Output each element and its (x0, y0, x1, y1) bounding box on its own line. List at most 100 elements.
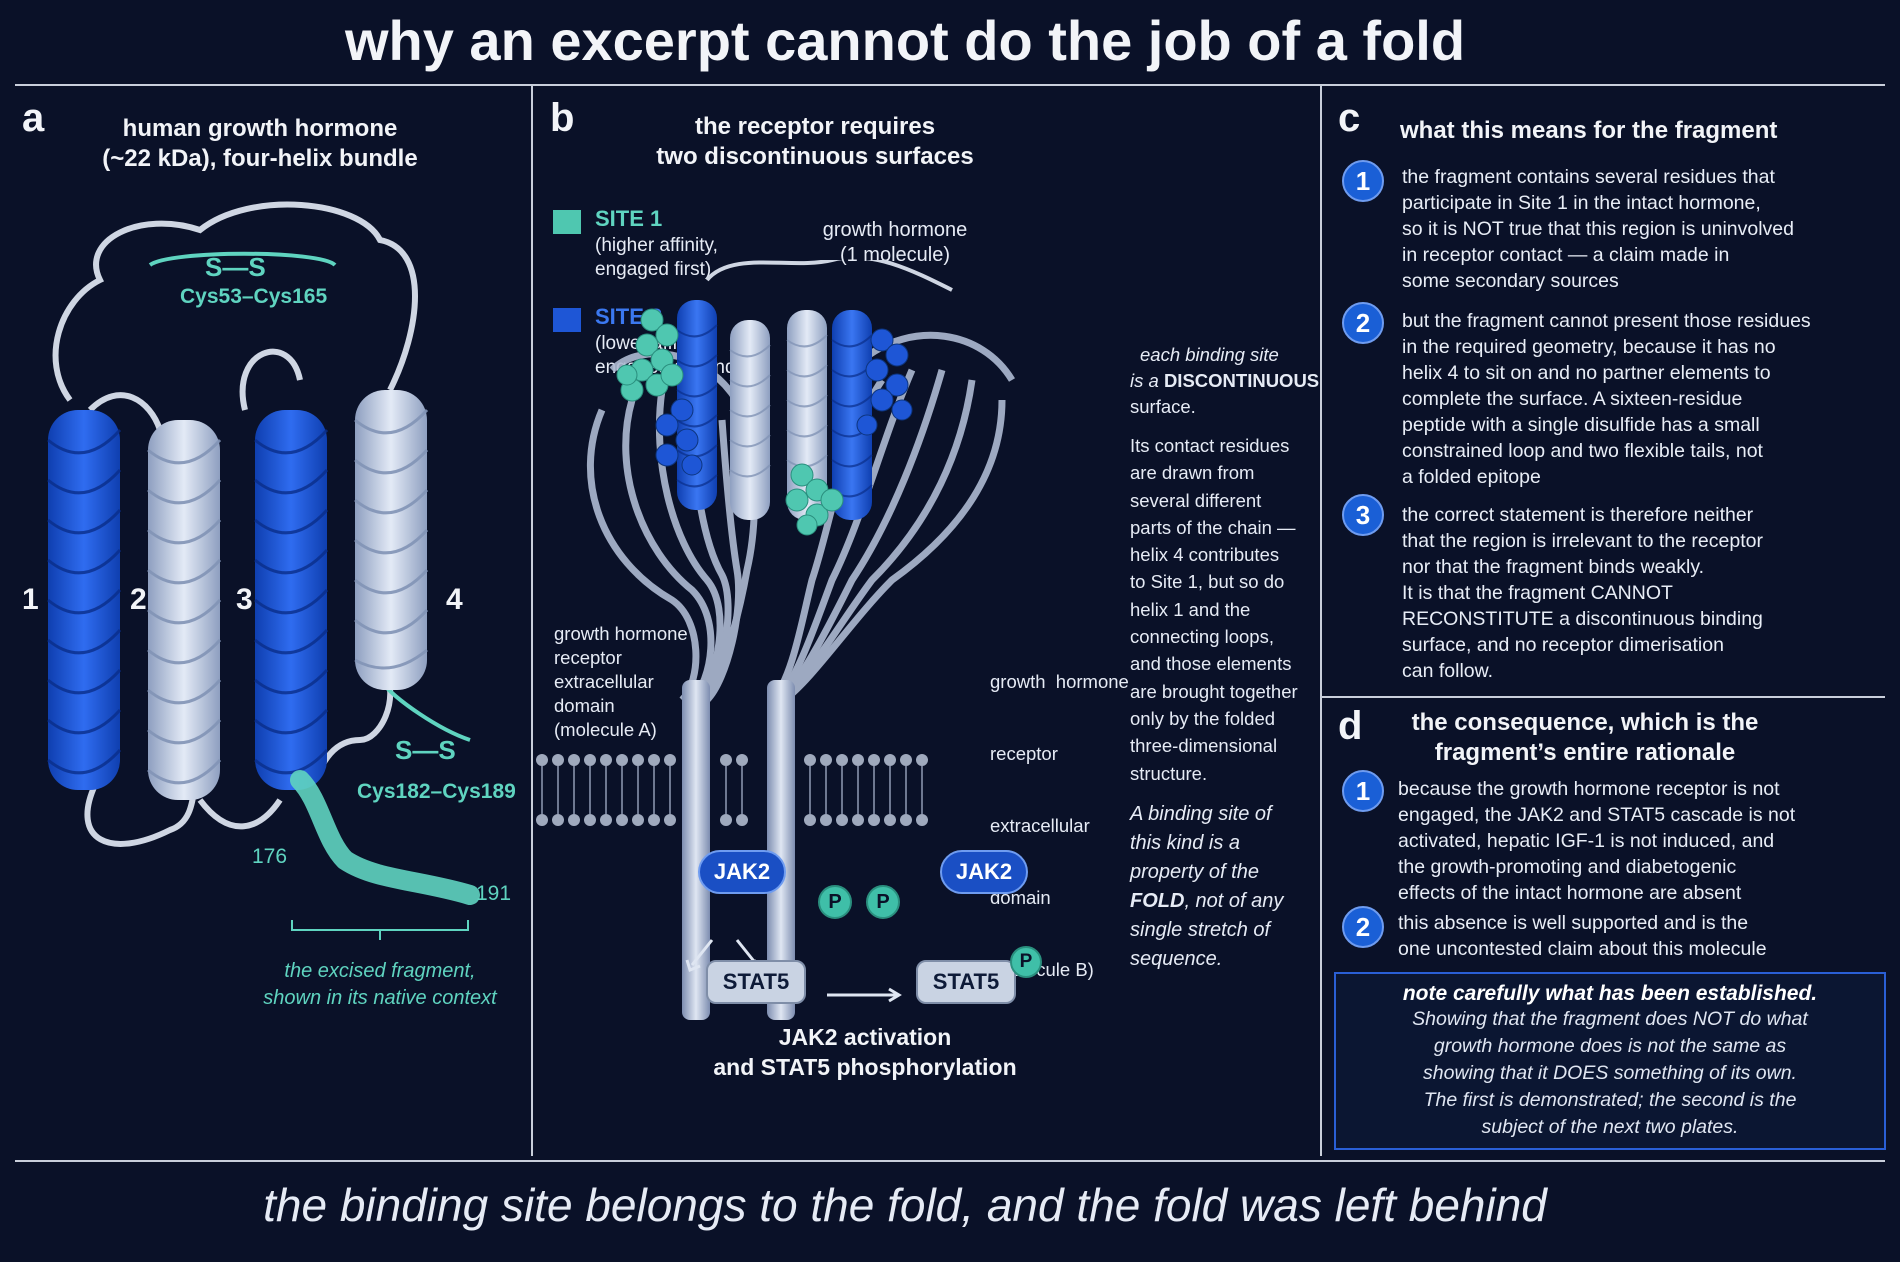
footer-caption: the binding site belongs to the fold, an… (263, 1179, 1547, 1231)
note-body: Showing that the fragment does NOT do wh… (1336, 1006, 1884, 1141)
panel-d-badge-2: 2 (1342, 906, 1384, 948)
side-note-1-line1: each binding site (1140, 344, 1279, 365)
panel-b-title: the receptor requires two discontinuous … (620, 112, 1010, 172)
side-note-2-line5: helix 4 contributes (1130, 544, 1280, 566)
receptor-a-line4: domain (554, 695, 615, 716)
helix-number-4: 4 (446, 583, 463, 616)
c2-line1: but the fragment cannot present those re… (1402, 310, 1811, 332)
fragment-caption-line2: shown in its native context (263, 987, 497, 1009)
helix-4 (354, 390, 429, 690)
divider-c-d (1322, 696, 1885, 698)
c1-line4: in receptor contact — a claim made in (1402, 244, 1730, 266)
receptor-b-stem (767, 680, 795, 1020)
panel-a-title: human growth hormone (~22 kDa), four-hel… (70, 114, 450, 174)
side-note-3-line1: A binding site of (1130, 803, 1272, 825)
c2-line5: peptide with a single disulfide has a sm… (1402, 414, 1760, 436)
c3-line1: the correct statement is therefore neith… (1402, 504, 1754, 526)
disulfide2-label: Cys182–Cys189 (357, 780, 516, 803)
c1-line1: the fragment contains several residues t… (1402, 166, 1775, 188)
panel-b-letter: b (550, 96, 575, 140)
panel-d-badge-1: 1 (1342, 770, 1384, 812)
c3-line2: that the region is irrelevant to the rec… (1402, 530, 1763, 552)
d1-line3: activated, hepatic IGF-1 is not induced,… (1398, 830, 1775, 852)
side-note-2-line3: several different (1130, 489, 1262, 511)
side-note-2-line12: three-dimensional (1130, 735, 1278, 757)
c2-line7: a folded epitope (1402, 466, 1541, 488)
side-note-1-pre: is a (1130, 370, 1164, 391)
helix-2 (147, 420, 222, 800)
d1-line5: effects of the intact hormone are absent (1398, 882, 1742, 904)
c1-line2: participate in Site 1 in the intact horm… (1402, 192, 1761, 214)
site1-desc-line2: engaged first) (595, 259, 712, 280)
side-note-2-line2: are drawn from (1130, 462, 1255, 484)
residue-191-label: 191 (476, 882, 512, 905)
phospho-p-stat5: P (1010, 946, 1042, 978)
jak2-left-pill: JAK2 (698, 850, 786, 894)
cell-membrane (536, 754, 928, 826)
side-note-2: Its contact residues are drawn from seve… (1130, 432, 1298, 787)
d1-line4: the growth-promoting and diabetogenic (1398, 856, 1737, 878)
panel-c-item2: but the fragment cannot present those re… (1402, 308, 1811, 490)
excised-fragment (290, 770, 480, 905)
helix-number-3: 3 (236, 583, 253, 616)
page-title: why an excerpt cannot do the job of a fo… (344, 9, 1466, 72)
c3-line4: It is that the fragment CANNOT (1402, 582, 1673, 604)
panel-c-badge-2: 2 (1342, 302, 1384, 344)
disulfide1-label: Cys53–Cys165 (180, 285, 328, 308)
side-note-1-line2: is a DISCONTINUOUS (1130, 368, 1319, 394)
helix-number-2: 2 (130, 583, 147, 616)
panel-c-badge-3: 3 (1342, 494, 1384, 536)
disulfide-top-bridge (148, 251, 337, 267)
loop-top (52, 201, 418, 402)
side-note-2-line10: are brought together (1130, 680, 1298, 702)
receptor-a-line1: growth hormone (554, 623, 688, 644)
note-line1: Showing that the fragment does NOT do wh… (1412, 1008, 1808, 1030)
c1-line5: some secondary sources (1402, 270, 1619, 292)
c3-line6: surface, and no receptor dimerisation (1402, 634, 1724, 656)
panel-d-title: the consequence, which is the fragment’s… (1390, 708, 1780, 768)
note-box: note carefully what has been established… (1334, 972, 1886, 1150)
c2-line2: in the required geometry, because it has… (1402, 336, 1776, 358)
side-note-2-line13: structure. (1130, 762, 1208, 784)
panel-d-item2: this absence is well supported and is th… (1398, 910, 1767, 962)
stat5-left: STAT5 (706, 960, 806, 1004)
panel-b-title-line2: two discontinuous surfaces (656, 143, 974, 170)
side-note-3-rest: , not of any (1184, 890, 1284, 912)
receptor-b-line3: extracellular (990, 815, 1090, 836)
side-note-2-line1: Its contact residues (1130, 435, 1290, 456)
c1-line3: so it is NOT true that this region is un… (1402, 218, 1794, 240)
receptor-b-line2: receptor (990, 743, 1058, 764)
fragment-caption-line1: the excised fragment, (284, 960, 476, 982)
side-note-2-line7: helix 1 and the (1130, 598, 1251, 620)
receptor-b-label: growth hormone receptor extracellular do… (990, 622, 1129, 1006)
panel-d-title-line1: the consequence, which is the (1411, 709, 1759, 736)
note-line4: The first is demonstrated; the second is… (1423, 1089, 1797, 1111)
d1-line2: engaged, the JAK2 and STAT5 cascade is n… (1398, 804, 1796, 826)
side-note-3-bold: FOLD (1130, 890, 1185, 912)
site2-surface-spheres (655, 328, 913, 476)
site1-label: SITE 1 (595, 206, 663, 231)
c2-line6: constrained loop and two flexible tails,… (1402, 440, 1763, 462)
note-title: note carefully what has been established… (1402, 982, 1818, 1005)
signaling-caption-line2: and STAT5 phosphorylation (713, 1054, 1017, 1080)
c3-line5: RECONSTITUTE a discontinuous binding (1402, 608, 1763, 630)
panel-d-item1: because the growth hormone receptor is n… (1398, 776, 1795, 906)
loop-bottom-2 (197, 798, 283, 830)
helix-3 (254, 410, 329, 790)
receptor-a-label: growth hormone receptor extracellular do… (554, 622, 688, 742)
note-line2: growth hormone does is not the same as (1433, 1035, 1787, 1057)
signaling-caption: JAK2 activation and STAT5 phosphorylatio… (680, 1022, 1050, 1082)
receptor-complex-diagram (536, 260, 1015, 1020)
panel-c-badge-1: 1 (1342, 160, 1384, 202)
receptor-b-line1: growth hormone (990, 671, 1129, 692)
signaling-caption-line1: JAK2 activation (778, 1024, 952, 1050)
fragment-bracket (291, 920, 469, 940)
site1-swatch (553, 210, 581, 234)
c3-line7: can follow. (1402, 660, 1494, 682)
panel-d-letter: d (1338, 704, 1363, 748)
side-note-3-line2: this kind is a (1130, 832, 1241, 854)
panel-a-title-line2: (~22 kDa), four-helix bundle (102, 145, 418, 172)
panel-a-letter: a (22, 96, 45, 140)
side-note-2-line4: parts of the chain — (1130, 516, 1296, 538)
side-note-2-line9: and those elements (1130, 653, 1292, 675)
